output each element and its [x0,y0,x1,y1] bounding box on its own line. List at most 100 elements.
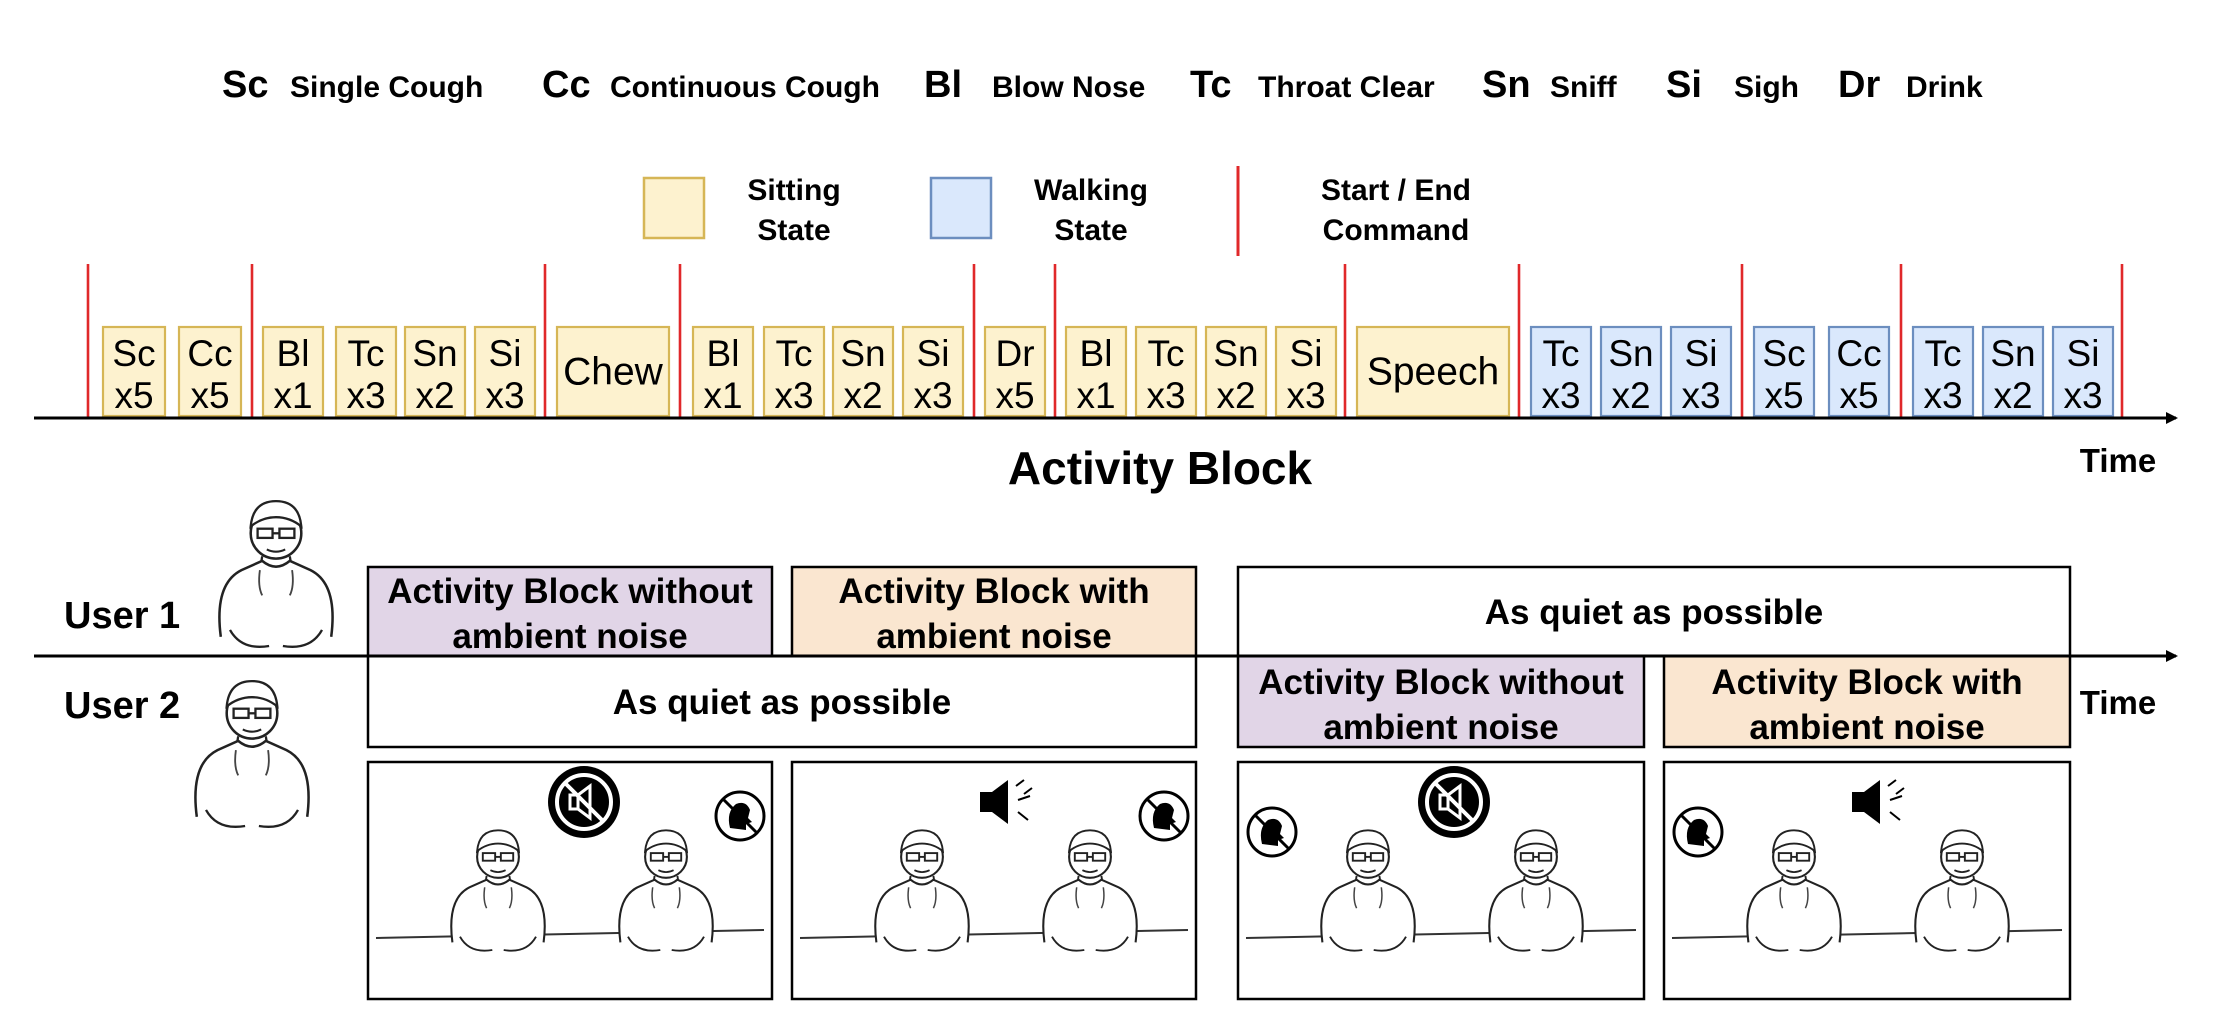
activity-block-box [762,325,826,418]
activity-block-count: x2 [415,375,454,416]
activity-block-code: Tc [1543,333,1580,374]
activity-block-count: x5 [1839,375,1878,416]
walking-legend-line1: Walking [1034,174,1148,207]
activity-block-code: Si [2067,333,2100,374]
activity-block-speech: Speech [1355,325,1511,418]
activity-block-count: x3 [2063,375,2102,416]
activity-block-code: Sn [1608,333,1653,374]
activity-block-code: Sc [112,333,155,374]
activity-block-count: x1 [703,375,742,416]
activity-block-box [1981,325,2045,418]
user2-label: User 2 [64,685,180,727]
activity-block-code: Dr [995,333,1034,374]
activity-block-code: Si [1685,333,1718,374]
user1-label: User 1 [64,595,180,637]
abbr-meaning-dr: Drink [1906,71,1983,104]
user2-phase-quiet [366,654,1198,749]
activity-block-code: Sn [412,333,457,374]
activity-block-count: x2 [1216,375,1255,416]
activity-block-code: Tc [1925,333,1962,374]
activity-block-count: x5 [995,375,1034,416]
command-legend-line1: Start / End [1321,174,1471,207]
activity-block-code: Bl [1080,333,1113,374]
no-talking-icon [1138,790,1190,842]
muted-speaker-icon [1418,766,1490,838]
abbr-meaning-tc: Throat Clear [1258,71,1435,104]
activity-block-box [691,325,755,418]
activity-block-box [983,325,1047,418]
activity-block-box [1274,325,1338,418]
user1-phase3-line1: As quiet as possible [1485,593,1823,632]
sitting-legend-line1: Sitting [747,174,840,207]
user1-phases: Activity Block without ambient noise Act… [366,565,2072,658]
abbr-meaning-si: Sigh [1734,71,1799,104]
user1-illustration [218,499,334,649]
scene-panel [790,760,1198,1001]
activity-time-label: Time [2080,442,2156,479]
activity-block-count: x2 [1611,375,1650,416]
state-legend: Sitting State Walking State Start / End … [642,166,1471,256]
scene-panel [1236,760,1646,1001]
user2-phase2-line2: ambient noise [1323,708,1558,747]
activity-block-code: Si [489,333,522,374]
user2-phase1-line1: As quiet as possible [613,683,951,722]
scene-panel [366,760,774,1001]
activity-block-count: x2 [1993,375,2032,416]
activity-block-box [2051,325,2115,418]
activity-block-box [473,325,537,418]
activity-block-count: x1 [1076,375,1115,416]
activity-block-count: x3 [1923,375,1962,416]
abbr-code-sn: Sn [1482,64,1531,106]
activity-block-code: Tc [776,333,813,374]
activity-block-count: x3 [913,375,952,416]
activity-block-chew: Chew [555,325,671,418]
muted-speaker-icon [548,766,620,838]
command-legend-line2: Command [1323,214,1470,247]
activity-block-box [1752,325,1816,418]
activity-block-box [901,325,965,418]
activity-block-count: x5 [190,375,229,416]
no-talking-icon [714,790,766,842]
activity-block-box [101,325,167,418]
command-markers [86,264,2124,418]
abbr-code-sc: Sc [222,64,268,106]
scene-frame [1236,760,1646,1001]
activity-block-count: x3 [774,375,813,416]
user-time-label: Time [2080,684,2156,721]
activity-block-code: Cc [187,333,232,374]
activity-block-code: Cc [1836,333,1881,374]
activity-block-count: x3 [346,375,385,416]
activity-block-count: x3 [485,375,524,416]
sitting-swatch [642,176,706,240]
user2-phase3-line1: Activity Block with [1711,663,2022,702]
activity-block-count: x5 [114,375,153,416]
activity-block-box [1827,325,1891,418]
activity-block-count: x5 [1764,375,1803,416]
activity-block-count: x3 [1286,375,1325,416]
user1-phase2-line1: Activity Block with [838,572,1149,611]
activity-block-box [177,325,243,418]
walking-swatch [929,176,993,240]
abbr-meaning-bl: Blow Nose [992,71,1145,104]
abbr-code-dr: Dr [1838,64,1880,106]
activity-block-code: Sn [1990,333,2035,374]
activity-block-code: Si [917,333,950,374]
user2-phase-noise [1662,654,2072,749]
user2-phase2-line1: Activity Block without [1258,663,1624,702]
